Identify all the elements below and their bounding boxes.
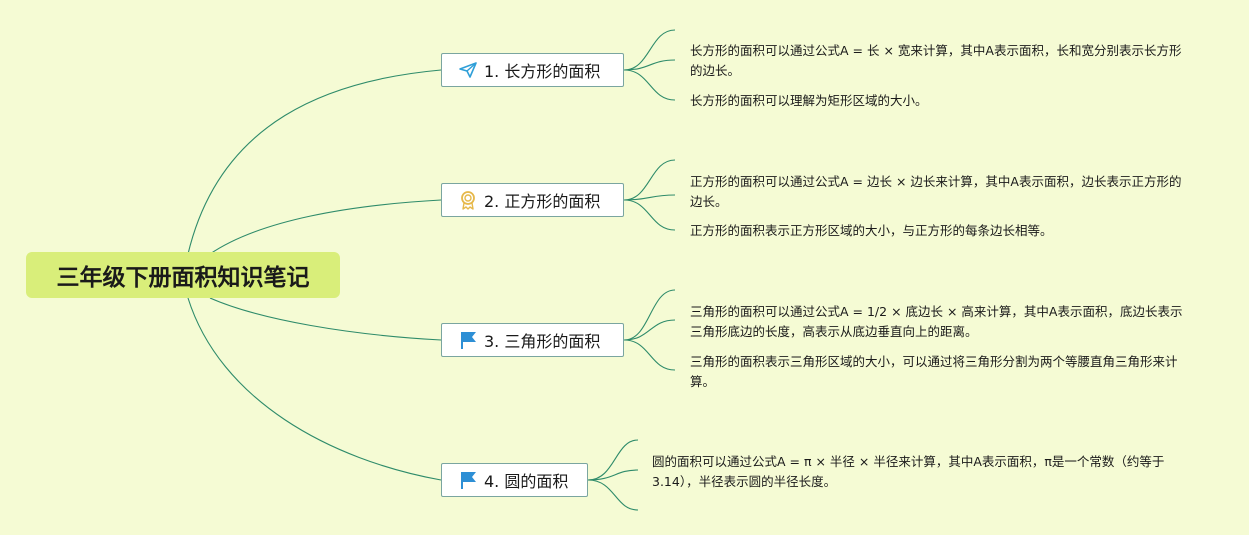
note-circle-formula: 圆的面积可以通过公式A = π × 半径 × 半径来计算，其中A表示面积，π是一… xyxy=(652,454,1165,489)
note-triangle-meaning: 三角形的面积表示三角形区域的大小，可以通过将三角形分割为两个等腰直角三角形来计算… xyxy=(690,354,1178,389)
branch-triangle-area[interactable]: 3. 三角形的面积 xyxy=(441,323,624,357)
flag-icon xyxy=(458,330,478,350)
branch-label: 3. 三角形的面积 xyxy=(484,332,601,351)
root-title: 三年级下册面积知识笔记 xyxy=(56,265,310,291)
branch-label: 2. 正方形的面积 xyxy=(484,192,601,211)
award-ribbon-icon xyxy=(458,190,478,210)
flag-icon xyxy=(458,470,478,490)
note-square-meaning: 正方形的面积表示正方形区域的大小，与正方形的每条边长相等。 xyxy=(690,223,1053,238)
connector-root-branch-3 xyxy=(209,297,442,341)
paper-plane-icon xyxy=(458,60,478,80)
branch-label: 4. 圆的面积 xyxy=(484,472,569,491)
note-square-formula: 正方形的面积可以通过公式A = 边长 × 边长来计算，其中A表示面积，边长表示正… xyxy=(690,174,1182,209)
branch-circle-area[interactable]: 4. 圆的面积 xyxy=(441,463,588,497)
connector-root-branch-1 xyxy=(187,69,442,255)
note-rectangle-formula: 长方形的面积可以通过公式A = 长 × 宽来计算，其中A表示面积，长和宽分别表示… xyxy=(690,43,1182,78)
branch-rectangle-area[interactable]: 1. 长方形的面积 xyxy=(441,53,624,87)
connector-root-branch-2 xyxy=(209,199,442,255)
branch-square-area[interactable]: 2. 正方形的面积 xyxy=(441,183,624,217)
note-triangle-formula: 三角形的面积可以通过公式A = 1/2 × 底边长 × 高来计算，其中A表示面积… xyxy=(690,304,1183,339)
root-topic[interactable]: 三年级下册面积知识笔记 xyxy=(26,252,340,298)
note-rectangle-meaning: 长方形的面积可以理解为矩形区域的大小。 xyxy=(690,93,928,108)
connector-root-branch-4 xyxy=(187,297,442,481)
branch-label: 1. 长方形的面积 xyxy=(484,62,601,81)
